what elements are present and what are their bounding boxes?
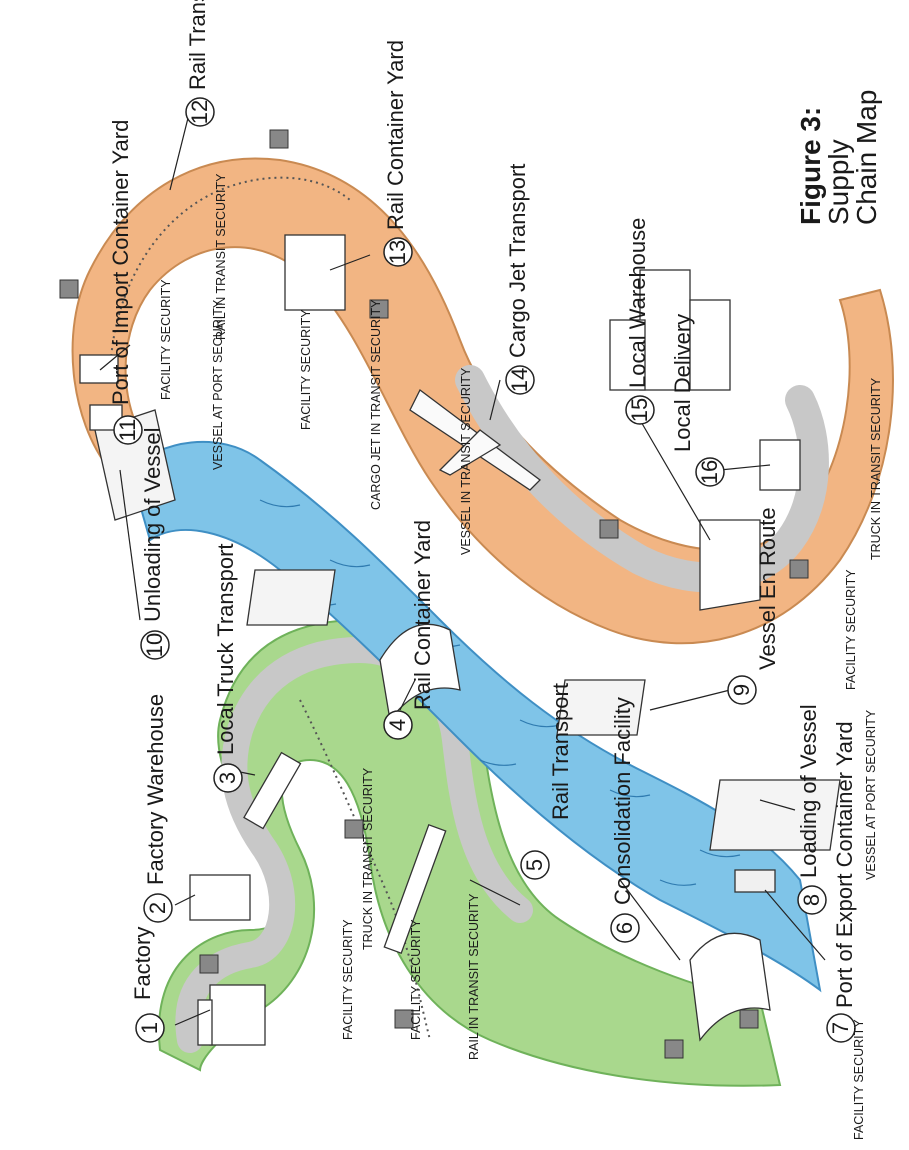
security-label-rail-2: RAIL IN TRANSIT SECURITY: [214, 173, 228, 340]
step-12-number: 12: [187, 100, 212, 124]
step-12-label: Rail Transport: [185, 0, 210, 90]
step-3-label: Local Truck Transport: [213, 543, 238, 755]
step-10: 10 Unloading of Vessel: [140, 428, 169, 659]
step-1-label: Factory: [130, 927, 155, 1000]
step-12: 12 Rail Transport: [185, 0, 214, 126]
figure-title: Figure 3: Supply Chain Map: [795, 90, 882, 225]
step-2-label: Factory Warehouse: [143, 694, 168, 885]
step-11-number: 11: [115, 419, 140, 442]
step-9-label: Vessel En Route: [755, 507, 780, 670]
local-warehouse: [700, 520, 760, 610]
step-6: 6 Consolidation Facility: [610, 697, 639, 942]
security-label-facility-3: FACILITY SECURITY: [852, 1019, 866, 1140]
security-label-rail-1: RAIL IN TRANSIT SECURITY: [467, 893, 481, 1060]
rail-yard-containers: [285, 235, 345, 310]
step-15-number: 15: [627, 398, 652, 422]
step-2: 2 Factory Warehouse: [143, 694, 172, 922]
step-14-label: Cargo Jet Transport: [505, 164, 530, 358]
step-10-number: 10: [142, 633, 167, 657]
step-7: 7 Port of Export Container Yard: [827, 721, 857, 1042]
step-16-number: 16: [697, 460, 722, 484]
security-label-facility-1: FACILITY SECURITY: [341, 919, 355, 1040]
step-8-label: Loading of Vessel: [796, 704, 821, 878]
step-14-number: 14: [507, 368, 532, 392]
step-6-number: 6: [612, 922, 637, 934]
export-containers: [735, 870, 775, 892]
step-10-label: Unloading of Vessel: [140, 428, 165, 622]
security-label-facility-6: FACILITY SECURITY: [844, 569, 858, 690]
step-15: 15 Local Warehouse: [625, 218, 654, 424]
step-4-label: Rail Container Yard: [410, 520, 435, 710]
step-15-label: Local Warehouse: [625, 218, 650, 388]
figure-title-line2: Supply: [823, 139, 854, 225]
security-label-facility-4: FACILITY SECURITY: [159, 279, 173, 400]
security-label-truck-1: TRUCK IN TRANSIT SECURITY: [361, 767, 375, 950]
security-label-facility-2: FACILITY SECURITY: [409, 919, 423, 1040]
step-9-number: 9: [729, 684, 754, 696]
step-2-number: 2: [145, 902, 170, 914]
vessel-in-transit: [247, 570, 335, 625]
security-label-vessel-transit: VESSEL IN TRANSIT SECURITY: [459, 367, 473, 555]
step-3-number: 3: [215, 772, 240, 784]
factory-building: [210, 985, 265, 1045]
step-7-number: 7: [828, 1022, 853, 1034]
step-4-number: 4: [385, 719, 410, 731]
security-label-cargo-jet: CARGO JET IN TRANSIT SECURITY: [369, 299, 383, 510]
step-13-label: Rail Container Yard: [383, 40, 408, 230]
step-8-number: 8: [799, 894, 824, 906]
security-label-facility-5: FACILITY SECURITY: [299, 309, 313, 430]
step-1: 1 Factory: [130, 927, 164, 1042]
step-16-label: Local Delivery: [670, 314, 695, 452]
step-6-label: Consolidation Facility: [610, 697, 635, 905]
step-13-number: 13: [385, 240, 410, 264]
step-7-label: Port of Export Container Yard: [832, 721, 857, 1008]
step-11-label: Port of Import Container Yard: [108, 120, 133, 405]
security-label-vessel-port-1: VESSEL AT PORT SECURITY: [864, 709, 878, 880]
step-5-number: 5: [522, 859, 547, 871]
figure-title-line3: Chain Map: [851, 90, 882, 225]
figure-title-bold: Figure 3:: [795, 107, 826, 225]
step-14: 14 Cargo Jet Transport: [505, 164, 534, 394]
step-5-label: Rail Transport: [548, 683, 573, 820]
security-label-truck-2: TRUCK IN TRANSIT SECURITY: [869, 377, 883, 560]
step-3: 3 Local Truck Transport: [213, 543, 242, 792]
step-1-number: 1: [137, 1022, 162, 1034]
factory-warehouse-building: [190, 875, 250, 920]
